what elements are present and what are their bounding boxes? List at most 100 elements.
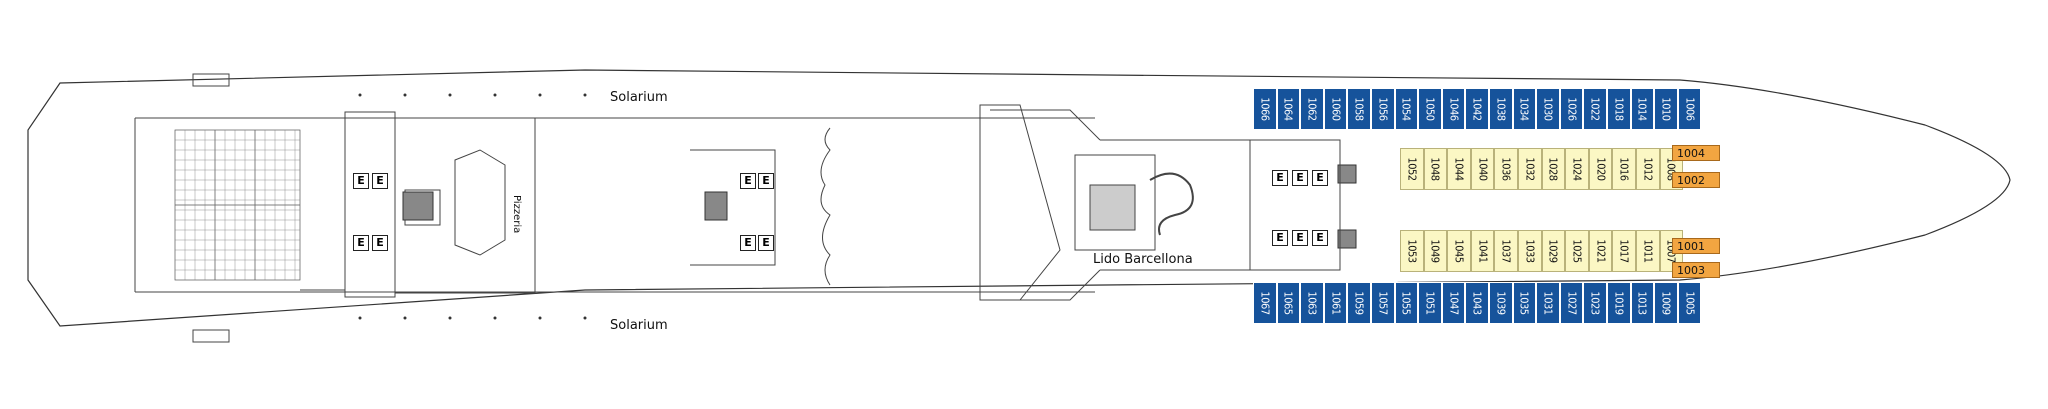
cabin-outside[interactable]: 1005: [1677, 282, 1702, 324]
cabin-outside[interactable]: 1058: [1347, 88, 1371, 130]
cabin-outside[interactable]: 1054: [1394, 88, 1419, 130]
cabin-inside[interactable]: 1037: [1494, 230, 1518, 272]
cabin-outside[interactable]: 1057: [1371, 282, 1395, 324]
cabin-number: 1054: [1399, 97, 1413, 121]
cabin-number: 1009: [1659, 291, 1673, 315]
cabin-outside[interactable]: 1050: [1418, 88, 1442, 130]
elevator-icon: E: [1312, 230, 1328, 246]
cabin-inside[interactable]: 1036: [1494, 148, 1518, 190]
cabin-inside[interactable]: 1045: [1447, 230, 1471, 272]
cabin-number: 1044: [1452, 157, 1466, 181]
cabin-inside[interactable]: 1040: [1470, 148, 1495, 190]
elevator-icon: E: [1272, 170, 1288, 186]
cabin-inside[interactable]: 1012: [1636, 148, 1660, 190]
cabin-outside[interactable]: 1035: [1512, 282, 1537, 324]
cabin-outside[interactable]: 1042: [1465, 88, 1489, 130]
cabin-outside[interactable]: 1010: [1654, 88, 1678, 130]
cabin-inside[interactable]: 1032: [1518, 148, 1542, 190]
elevator-icon: E: [372, 235, 388, 251]
cabin-inside[interactable]: 1020: [1588, 148, 1613, 190]
cabin-number: 1045: [1452, 239, 1466, 263]
cabin-number: 1028: [1546, 157, 1560, 181]
cabin-suite[interactable]: 1003: [1672, 262, 1720, 278]
cabin-outside[interactable]: 1051: [1418, 282, 1442, 324]
cabin-outside[interactable]: 1013: [1630, 282, 1655, 324]
cabin-number: 1010: [1659, 97, 1673, 121]
cabin-outside[interactable]: 1066: [1253, 88, 1277, 130]
cabin-number: 1059: [1352, 291, 1366, 315]
elevator-icon: E: [372, 173, 388, 189]
cabin-number: 1030: [1541, 97, 1555, 121]
cabin-outside[interactable]: 1061: [1323, 282, 1348, 324]
cabin-inside[interactable]: 1011: [1636, 230, 1660, 272]
cabin-outside[interactable]: 1046: [1441, 88, 1466, 130]
cabin-suite[interactable]: 1004: [1672, 145, 1720, 161]
cabin-outside[interactable]: 1018: [1607, 88, 1631, 130]
cabin-outside[interactable]: 1047: [1441, 282, 1466, 324]
cabin-outside[interactable]: 1006: [1677, 88, 1702, 130]
cabin-outside[interactable]: 1034: [1512, 88, 1537, 130]
elevator-icon: E: [1292, 170, 1308, 186]
cabin-outside[interactable]: 1030: [1536, 88, 1560, 130]
cabin-outside[interactable]: 1043: [1465, 282, 1489, 324]
cabin-outside[interactable]: 1055: [1394, 282, 1419, 324]
cabin-inside[interactable]: 1025: [1565, 230, 1589, 272]
cabin-inside[interactable]: 1021: [1588, 230, 1613, 272]
cabin-suite[interactable]: 1002: [1672, 172, 1720, 188]
cabin-outside[interactable]: 1063: [1300, 282, 1324, 324]
cabin-outside[interactable]: 1023: [1583, 282, 1607, 324]
cabin-number: 1031: [1541, 291, 1555, 315]
hull-outline: [27, 69, 2011, 327]
cabin-inside[interactable]: 1016: [1612, 148, 1636, 190]
cabin-outside[interactable]: 1064: [1276, 88, 1301, 130]
cabin-outside[interactable]: 1056: [1371, 88, 1395, 130]
cabin-number: 1041: [1476, 239, 1490, 263]
cabin-inside[interactable]: 1028: [1541, 148, 1566, 190]
cabin-inside[interactable]: 1029: [1541, 230, 1566, 272]
cabin-inside[interactable]: 1033: [1518, 230, 1542, 272]
cabin-outside[interactable]: 1038: [1489, 88, 1513, 130]
cabin-outside[interactable]: 1022: [1583, 88, 1607, 130]
cabin-number: 1061: [1329, 291, 1343, 315]
cabin-outside[interactable]: 1019: [1607, 282, 1631, 324]
cabin-inside[interactable]: 1049: [1423, 230, 1448, 272]
cabin-inside[interactable]: 1048: [1423, 148, 1448, 190]
cabin-number: 1014: [1635, 97, 1649, 121]
cabin-outside[interactable]: 1059: [1347, 282, 1371, 324]
elevator-icon: E: [740, 235, 756, 251]
cabin-outside[interactable]: 1009: [1654, 282, 1678, 324]
cabin-inside[interactable]: 1044: [1447, 148, 1471, 190]
cabin-suite[interactable]: 1001: [1672, 238, 1720, 254]
cabin-number: 1024: [1570, 157, 1584, 181]
solarium-top-label: Solarium: [610, 90, 668, 105]
cabin-outside[interactable]: 1065: [1276, 282, 1301, 324]
cabin-inside[interactable]: 1024: [1565, 148, 1589, 190]
cabin-number: 1006: [1683, 97, 1697, 121]
cabin-number: 1034: [1517, 97, 1531, 121]
cabin-inside[interactable]: 1017: [1612, 230, 1636, 272]
cabin-number: 1067: [1258, 291, 1272, 315]
cabin-outside[interactable]: 1031: [1536, 282, 1560, 324]
cabin-inside[interactable]: 1041: [1470, 230, 1495, 272]
cabin-outside[interactable]: 1026: [1559, 88, 1584, 130]
cabin-number: 1060: [1329, 97, 1343, 121]
cabin-outside[interactable]: 1027: [1559, 282, 1584, 324]
cabin-outside[interactable]: 1014: [1630, 88, 1655, 130]
cabin-inside[interactable]: 1052: [1400, 148, 1424, 190]
cabin-outside[interactable]: 1067: [1253, 282, 1277, 324]
suite-number: 1004: [1677, 147, 1705, 160]
cabin-outside[interactable]: 1039: [1489, 282, 1513, 324]
cabin-number: 1033: [1523, 239, 1537, 263]
cabin-number: 1039: [1494, 291, 1508, 315]
elevator-icon: E: [1272, 230, 1288, 246]
cabin-outside[interactable]: 1060: [1323, 88, 1348, 130]
cabin-number: 1051: [1423, 291, 1437, 315]
cabin-inside[interactable]: 1053: [1400, 230, 1424, 272]
suite-number: 1002: [1677, 174, 1705, 187]
cabin-number: 1052: [1405, 157, 1419, 181]
cabin-number: 1029: [1546, 239, 1560, 263]
cabin-number: 1042: [1470, 97, 1484, 121]
cabin-outside[interactable]: 1062: [1300, 88, 1324, 130]
cabin-number: 1055: [1399, 291, 1413, 315]
pizzeria-label: Pizzeria: [511, 195, 522, 234]
